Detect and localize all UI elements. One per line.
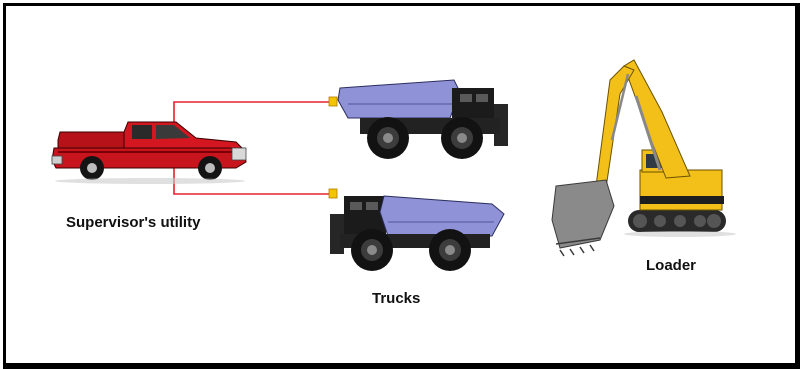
link-node-bottom [329, 189, 337, 198]
link-node-top [329, 97, 337, 106]
dump-truck-icon [330, 196, 504, 271]
excavator-icon [552, 60, 736, 256]
loader-label: Loader [646, 257, 696, 274]
trucks-label: Trucks [372, 290, 420, 307]
dump-truck-icon [338, 80, 508, 159]
pickup-truck-icon [52, 122, 246, 184]
utility-label: Supervisor's utility [66, 214, 200, 231]
link-to-truck-top [174, 102, 333, 128]
